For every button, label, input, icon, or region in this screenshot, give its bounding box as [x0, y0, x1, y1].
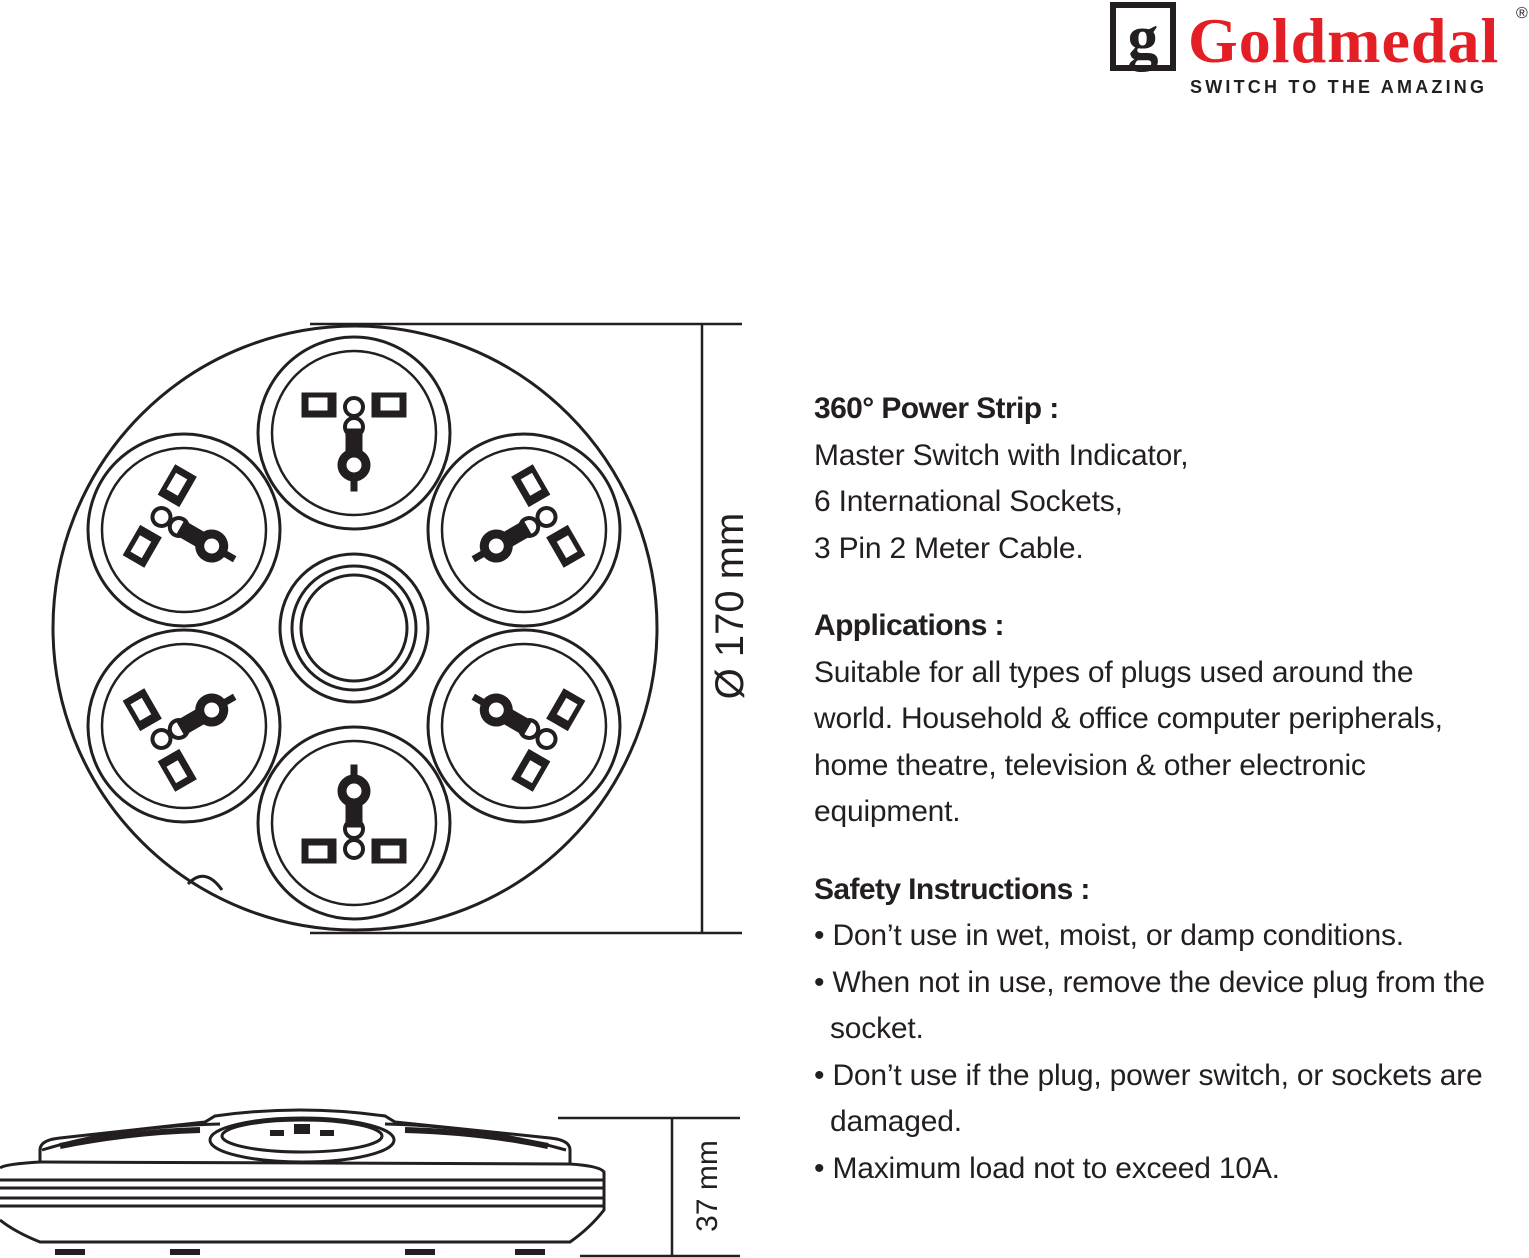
applications-line: Suitable for all types of plugs used aro…: [814, 655, 1414, 689]
goldmedal-logo: g Goldmedal ® SWITCH TO THE AMAZING: [1110, 2, 1528, 97]
socket-upper-right: [426, 432, 622, 628]
product-drawing: Ø 170 mm 37 mm: [0, 322, 752, 1258]
feature-line: Master Switch with Indicator,: [814, 438, 1189, 472]
logo-icon-box: [1110, 2, 1176, 71]
power-strip-heading: 360° Power Strip :: [814, 392, 1059, 425]
height-label: 37 mm: [691, 1140, 724, 1232]
feature-line: 3 Pin 2 Meter Cable.: [814, 531, 1084, 565]
master-switch: [278, 552, 430, 704]
cable-grommet: [186, 874, 224, 891]
safety-item: • When not in use, remove the device plu…: [814, 965, 1485, 1046]
logo-tagline: SWITCH TO THE AMAZING: [1190, 77, 1487, 97]
safety-heading: Safety Instructions :: [814, 872, 1090, 906]
socket-lower-left: [86, 628, 282, 824]
safety-item: • Don’t use if the plug, power switch, o…: [814, 1058, 1483, 1139]
socket-bottom: [256, 725, 452, 921]
logo-registered-mark: ®: [1516, 5, 1528, 22]
applications-heading: Applications :: [814, 609, 1005, 642]
strip-body-outline: [51, 324, 659, 932]
height-dimension: [558, 1116, 740, 1258]
applications-line: world. Household & office computer perip…: [814, 702, 1443, 735]
feature-line: 6 International Sockets,: [814, 485, 1123, 518]
specifications-panel: 360° Power Strip : Master Switch with In…: [814, 386, 1529, 1192]
applications-line: home theatre, television & other electro…: [814, 748, 1366, 782]
diameter-dimension: [310, 322, 742, 935]
socket-upper-left: [86, 432, 282, 628]
socket-lower-right: [426, 628, 622, 824]
safety-item: • Maximum load not to exceed 10A.: [814, 1151, 1280, 1185]
logo-wordmark: Goldmedal: [1188, 5, 1499, 76]
logo-icon-letter: g: [1128, 4, 1159, 72]
safety-section: Safety Instructions : • Don’t use in wet…: [814, 867, 1529, 1193]
diameter-label: Ø 170 mm: [708, 513, 752, 700]
applications-line: equipment.: [814, 795, 961, 828]
side-view: [0, 1108, 606, 1255]
applications-section: Applications : Suitable for all types of…: [814, 603, 1529, 836]
safety-item: • Don’t use in wet, moist, or damp condi…: [814, 919, 1404, 952]
power-strip-section: 360° Power Strip : Master Switch with In…: [814, 386, 1529, 572]
side-body-outline: [0, 1108, 606, 1244]
socket-top: [256, 335, 452, 531]
top-view: [51, 324, 659, 932]
